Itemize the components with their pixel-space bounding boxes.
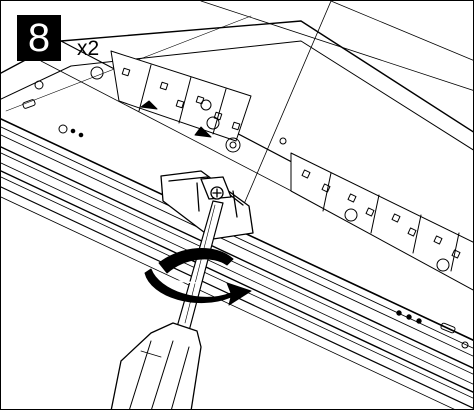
rail-fasteners-left (22, 66, 104, 138)
clamp-bracket (160, 170, 254, 240)
rotation-arrow (144, 248, 252, 306)
screwdriver-handle (110, 322, 202, 409)
rail-fasteners-right (279, 137, 469, 349)
terminal-block-left (110, 50, 252, 153)
quantity-label: x2 (77, 37, 100, 60)
terminal-block-right (290, 152, 473, 291)
step-number-badge: 8 (17, 15, 61, 61)
